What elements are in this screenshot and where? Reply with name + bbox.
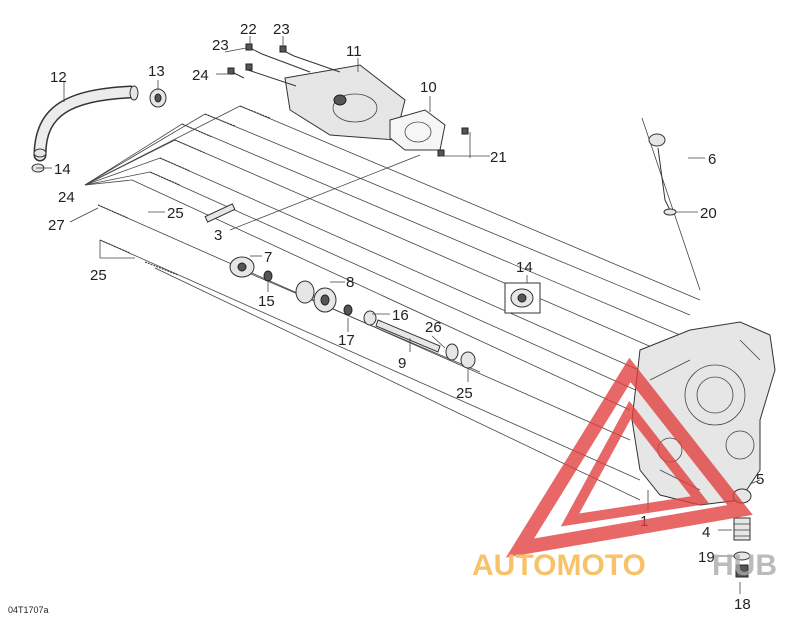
callout-23-upper: 22 [240, 21, 257, 38]
pump-cover [284, 64, 406, 141]
callout-20: 20 [700, 205, 717, 222]
callout-14-bottom: 14 [54, 161, 71, 178]
callout-11: 11 [346, 43, 362, 60]
callout-13: 12 [50, 69, 67, 86]
callout-24-upper: 23 [273, 21, 290, 38]
callout-15: 14 [516, 259, 533, 276]
leader-3 [229, 154, 421, 231]
crankcase-half [631, 321, 776, 506]
callout-3: 3 [214, 227, 222, 244]
dipstick [641, 117, 701, 291]
callout-17: 16 [392, 307, 409, 324]
watermark-text-automoto: AUTOMOTO [472, 549, 646, 582]
hose-clamp-top [149, 88, 167, 108]
leader-lines [36, 36, 761, 594]
callout-14-top: 13 [148, 63, 165, 80]
callout-25-lower: 25 [90, 267, 107, 284]
callout-27: 27 [48, 217, 65, 234]
cover-screws [227, 43, 469, 157]
callout-10: 10 [420, 79, 437, 96]
callout-4: 18 [734, 596, 751, 613]
callout-23-lower: 23 [212, 37, 229, 54]
callout-16: 15 [258, 293, 275, 310]
watermark-triangle [505, 357, 753, 558]
callout-6: 4 [702, 524, 710, 541]
watermark-text-hub: HUB [712, 549, 777, 582]
callout-12: 9 [398, 355, 406, 372]
callout-19: 19 [698, 549, 715, 566]
callout-22: 25 [456, 385, 473, 402]
part-15-box [504, 282, 541, 314]
callout-8: 7 [264, 249, 272, 266]
callout-24-lower: 24 [192, 67, 209, 84]
callout-26: 26 [425, 319, 442, 336]
callout-18: 17 [338, 332, 355, 349]
callout-5: 5 [756, 471, 764, 488]
hose [33, 85, 139, 162]
callout-21: 21 [490, 149, 507, 166]
watermark: AUTOMOTO HUB [472, 357, 777, 582]
drain-plug-set [732, 488, 752, 578]
callout-25-middle: 25 [167, 205, 184, 222]
dowel-pin [204, 203, 236, 223]
leader-fan-25 [84, 105, 241, 186]
diagram-code: 04T1707a [8, 605, 49, 615]
pump-shaft-parts [229, 256, 481, 373]
callouts: 12 13 14 22 23 23 24 11 10 21 24 25 27 3… [48, 21, 764, 613]
callout-25-upper: 24 [58, 189, 75, 206]
callout-7: 6 [708, 151, 716, 168]
callout-9: 8 [346, 274, 354, 291]
